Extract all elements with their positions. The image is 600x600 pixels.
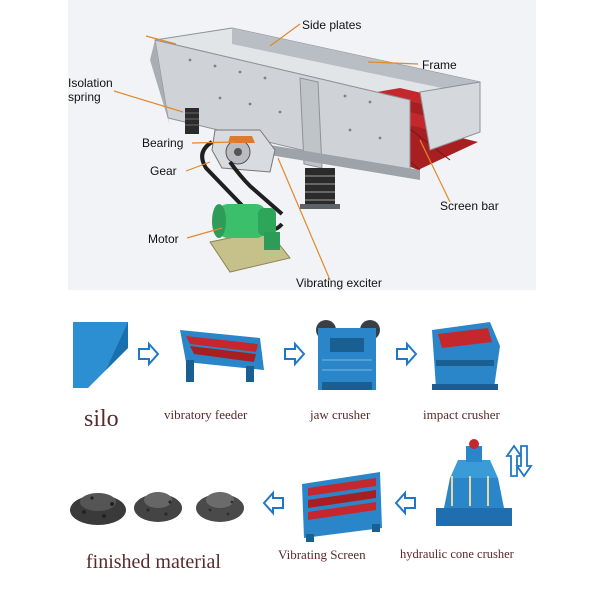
arrow-right-icon	[396, 341, 418, 367]
jaw-crusher-graphic	[316, 320, 380, 390]
silo-graphic	[73, 322, 128, 388]
label-isolation-spring: Isolation spring	[68, 76, 113, 104]
label-jaw-crusher: jaw crusher	[310, 407, 371, 422]
label-bearing: Bearing	[142, 136, 184, 150]
label-impact-crusher: impact crusher	[423, 407, 500, 422]
label-hydraulic-cone-crusher: hydraulic cone crusher	[400, 547, 514, 561]
label-frame: Frame	[422, 58, 457, 72]
label-motor: Motor	[148, 232, 179, 246]
arrow-right-icon	[284, 341, 306, 367]
label-silo: silo	[84, 406, 119, 432]
up-down-arrow-icon	[505, 444, 533, 478]
label-screen-bar: Screen bar	[440, 199, 499, 213]
feeder-machine-illustration	[150, 27, 481, 273]
impact-crusher-graphic	[432, 322, 500, 390]
isolation-spring-shapes	[185, 108, 340, 209]
label-vibrating-screen: Vibrating Screen	[278, 547, 366, 562]
label-vibratory-feeder: vibratory feeder	[164, 407, 248, 422]
exciter-gearbox	[211, 129, 276, 173]
vibrating-screen-graphic	[302, 472, 382, 542]
label-gear: Gear	[150, 164, 177, 178]
callout-leader-lines	[113, 23, 451, 281]
label-finished-material: finished material	[86, 551, 221, 573]
label-side-plates: Side plates	[302, 18, 362, 32]
label-vibrating-exciter: Vibrating exciter	[296, 276, 382, 290]
stone-pile-small	[196, 492, 244, 522]
cone-crusher-graphic	[436, 439, 512, 526]
stone-pile-large	[70, 493, 126, 525]
arrow-right-icon	[138, 341, 160, 367]
vibratory-feeder-graphic	[180, 330, 264, 382]
motor-shape	[209, 204, 291, 273]
arrow-left-icon	[262, 490, 284, 516]
stone-pile-medium	[134, 492, 182, 522]
arrow-left-icon	[394, 490, 416, 516]
